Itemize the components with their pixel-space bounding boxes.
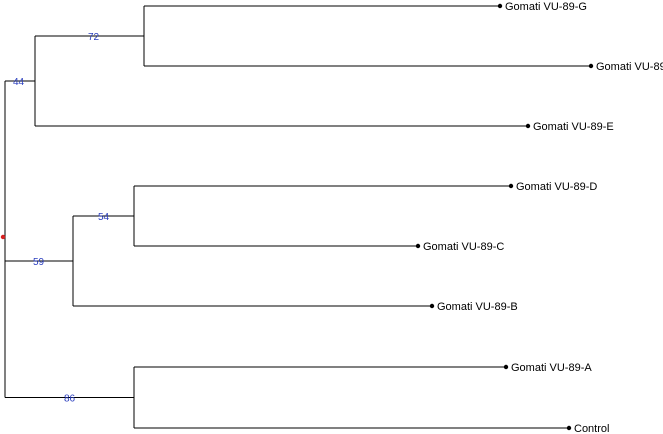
leaf-dot-f bbox=[588, 63, 594, 69]
leaf-dot-g bbox=[497, 3, 503, 9]
leaf-label-e: Gomati VU-89-E bbox=[533, 121, 614, 133]
leaf-labels: Gomati VU-89-G Gomati VU-89-F Gomati VU-89… bbox=[423, 1, 663, 434]
leaf-label-a: Gomati VU-89-A bbox=[511, 362, 592, 374]
leaf-label-f: Gomati VU-89-F bbox=[596, 61, 663, 73]
bootstrap-value-n59: 59 bbox=[33, 257, 45, 268]
bootstrap-value-n72: 72 bbox=[88, 32, 100, 43]
leaf-dot-c bbox=[415, 243, 421, 249]
bootstrap-value-n44: 44 bbox=[13, 77, 25, 88]
bootstrap-value-n54: 54 bbox=[98, 212, 110, 223]
tree-branches bbox=[4, 5, 591, 429]
leaf-dot-a bbox=[503, 364, 509, 370]
leaf-markers bbox=[415, 3, 594, 431]
bootstrap-labels: 72 44 54 59 86 bbox=[13, 32, 110, 405]
leaf-dot-e bbox=[525, 123, 531, 129]
root-marker bbox=[0, 234, 6, 240]
leaf-label-b: Gomati VU-89-B bbox=[437, 301, 518, 313]
leaf-dot-b bbox=[429, 303, 435, 309]
leaf-dot-ctrl bbox=[566, 425, 572, 431]
leaf-label-c: Gomati VU-89-C bbox=[423, 241, 504, 253]
bootstrap-value-n86: 86 bbox=[64, 394, 76, 405]
leaf-dot-d bbox=[508, 183, 514, 189]
leaf-label-d: Gomati VU-89-D bbox=[516, 181, 597, 193]
leaf-label-g: Gomati VU-89-G bbox=[505, 1, 587, 13]
leaf-label-ctrl: Control bbox=[574, 423, 609, 434]
